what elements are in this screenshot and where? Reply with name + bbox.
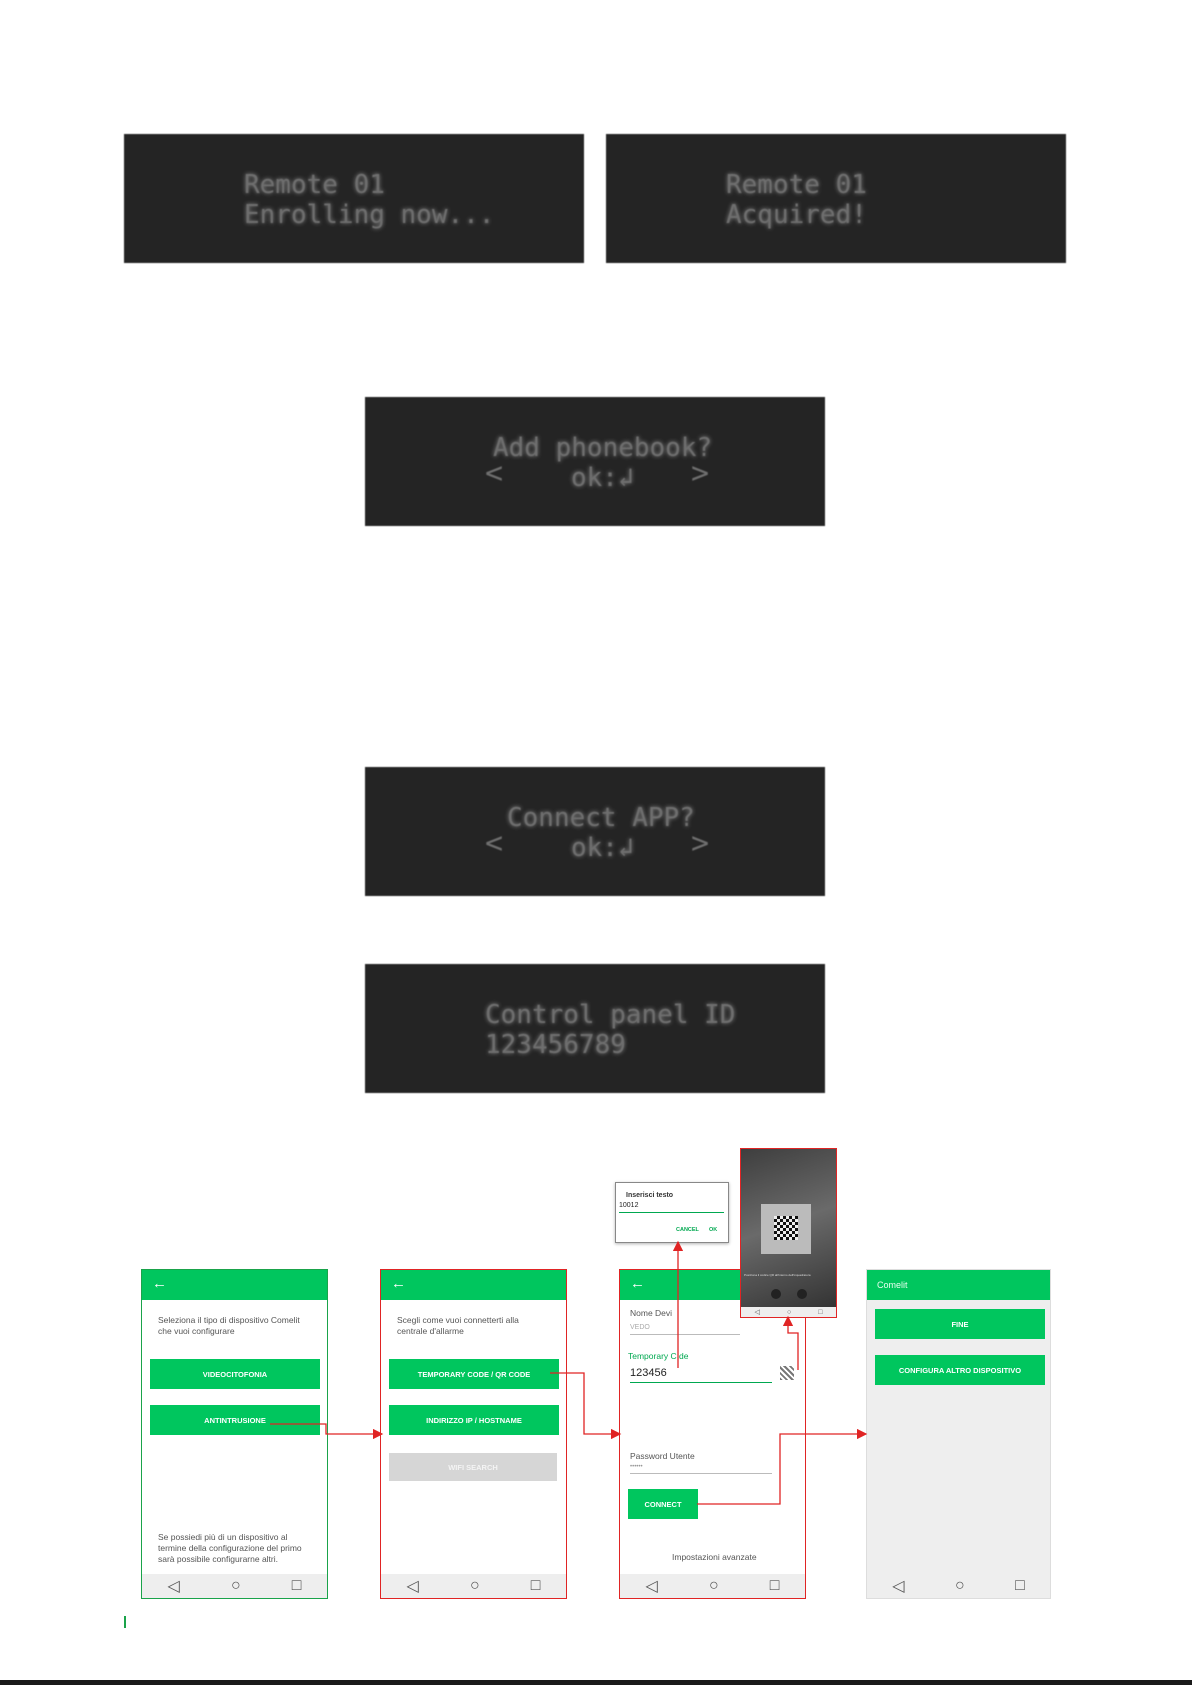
lcd-line1: Connect APP? (507, 803, 695, 833)
dialog-input[interactable]: 10012 (619, 1202, 639, 1209)
lcd-screen-enrolling: Remote 01 Enrolling now... (124, 134, 584, 263)
recents-square-icon[interactable]: □ (530, 1577, 541, 1594)
scanner-controls (741, 1289, 836, 1299)
lcd-prev-arrow: < (485, 826, 504, 861)
ip-hostname-button[interactable]: INDIRIZZO IP / HOSTNAME (389, 1405, 559, 1435)
page-margin-marker (124, 1616, 126, 1628)
temporary-code-label: Temporary C de (628, 1351, 689, 1361)
qr-code-icon (774, 1216, 798, 1240)
phone-connection-method: ← Scegli come vuoi connetterti alla cent… (380, 1269, 567, 1599)
app-header: ← (381, 1270, 566, 1300)
android-navbar: ◁ ○ □ (741, 1307, 836, 1317)
configure-another-button[interactable]: CONFIGURA ALTRO DISPOSITIVO (875, 1355, 1045, 1385)
lcd-prev-arrow: < (485, 456, 504, 491)
recents-square-icon[interactable]: □ (1015, 1577, 1025, 1594)
recents-square-icon[interactable]: □ (818, 1308, 823, 1316)
phone-select-device: ← Seleziona il tipo di dispositivo Comel… (141, 1269, 328, 1599)
home-circle-icon[interactable]: ○ (230, 1577, 241, 1594)
android-navbar: ◁ ○ □ (620, 1574, 805, 1598)
antintrusione-button[interactable]: ANTINTRUSIONE (150, 1405, 320, 1435)
temporary-code-button[interactable]: TEMPORARY CODE / QR CODE (389, 1359, 559, 1389)
android-navbar: ◁ ○ □ (142, 1574, 327, 1598)
app-header: Comelit (867, 1270, 1050, 1300)
footer-note: Se possiedi più di un dispositivo al ter… (158, 1532, 302, 1564)
android-navbar: ◁ ○ □ (867, 1574, 1050, 1598)
advanced-settings-link[interactable]: Impostazioni avanzate (672, 1552, 757, 1562)
device-name-value[interactable]: VEDO (630, 1324, 650, 1331)
fine-button[interactable]: FINE (875, 1309, 1045, 1339)
home-circle-icon[interactable]: ○ (954, 1577, 965, 1594)
password-label: Password Utente (630, 1451, 695, 1461)
instruction-text: Seleziona il tipo di dispositivo Comelit… (158, 1315, 300, 1336)
back-triangle-icon[interactable]: ◁ (167, 1578, 180, 1595)
lcd-line1: Add phonebook? (493, 433, 713, 463)
comelit-logo: Comelit (877, 1280, 908, 1290)
lcd-next-arrow: > (691, 456, 710, 491)
connect-button[interactable]: CONNECT (628, 1489, 698, 1519)
lcd-ok-prompt: ok:↲ (571, 463, 634, 493)
back-triangle-icon[interactable]: ◁ (892, 1578, 905, 1595)
lcd-screen-connect-app: Connect APP? < ok:↲ > (365, 767, 825, 896)
flash-icon[interactable] (796, 1289, 807, 1299)
lcd-line1: Control panel ID (485, 1000, 736, 1030)
qr-scanner-screen: Posiziona il codice QR all'interno dell'… (740, 1148, 837, 1318)
back-arrow-icon[interactable]: ← (152, 1275, 167, 1292)
phone-login: ← Nome Devi VEDO Temporary C de 123456 P… (619, 1269, 806, 1599)
dialog-title: Inserisci testo (626, 1192, 674, 1199)
lcd-line2: Acquired! (726, 200, 867, 230)
lcd-screen-add-phonebook: Add phonebook? < ok:↲ > (365, 397, 825, 526)
recents-square-icon[interactable]: □ (291, 1577, 302, 1594)
android-navbar: ◁ ○ □ (381, 1574, 566, 1598)
app-header: ← (142, 1270, 327, 1300)
lcd-next-arrow: > (691, 826, 710, 861)
qr-code-icon[interactable] (780, 1366, 794, 1380)
qr-frame (761, 1204, 811, 1254)
recents-square-icon[interactable]: □ (769, 1577, 780, 1594)
temporary-code-input[interactable]: 123456 (630, 1367, 667, 1379)
instruction-text: Scegli come vuoi connetterti alla centra… (397, 1315, 519, 1336)
text-input-dialog: Inserisci testo 10012 CANCEL OK (615, 1182, 729, 1243)
lcd-line1: Remote 01 (726, 170, 867, 200)
lcd-line2: 123456789 (485, 1030, 626, 1060)
back-triangle-icon[interactable]: ◁ (754, 1309, 760, 1316)
dialog-ok-button[interactable]: OK (709, 1227, 718, 1233)
home-circle-icon[interactable]: ○ (708, 1577, 719, 1594)
lcd-ok-prompt: ok:↲ (571, 833, 634, 863)
phone-finish: Comelit FINE CONFIGURA ALTRO DISPOSITIVO… (866, 1269, 1051, 1599)
home-circle-icon[interactable]: ○ (786, 1308, 792, 1316)
lcd-line2: Enrolling now... (244, 200, 495, 230)
wifi-search-button[interactable]: WIFI SEARCH (389, 1453, 557, 1481)
home-circle-icon[interactable]: ○ (469, 1577, 480, 1594)
password-input[interactable]: •••••• (630, 1464, 643, 1470)
dialog-cancel-button[interactable]: CANCEL (676, 1227, 699, 1233)
qr-hint: Posiziona il codice QR all'interno dell'… (744, 1273, 811, 1277)
page-bottom-bar (0, 1680, 1192, 1685)
back-arrow-icon[interactable]: ← (391, 1275, 406, 1292)
back-triangle-icon[interactable]: ◁ (406, 1578, 419, 1595)
back-triangle-icon[interactable]: ◁ (645, 1578, 658, 1595)
videocitofonia-button[interactable]: VIDEOCITOFONIA (150, 1359, 320, 1389)
lcd-screen-panel-id: Control panel ID 123456789 (365, 964, 825, 1093)
lcd-line1: Remote 01 (244, 170, 385, 200)
back-arrow-icon[interactable]: ← (630, 1275, 645, 1292)
lcd-screen-acquired: Remote 01 Acquired! (606, 134, 1066, 263)
gallery-icon[interactable] (770, 1289, 781, 1299)
device-name-label: Nome Devi (630, 1308, 673, 1318)
